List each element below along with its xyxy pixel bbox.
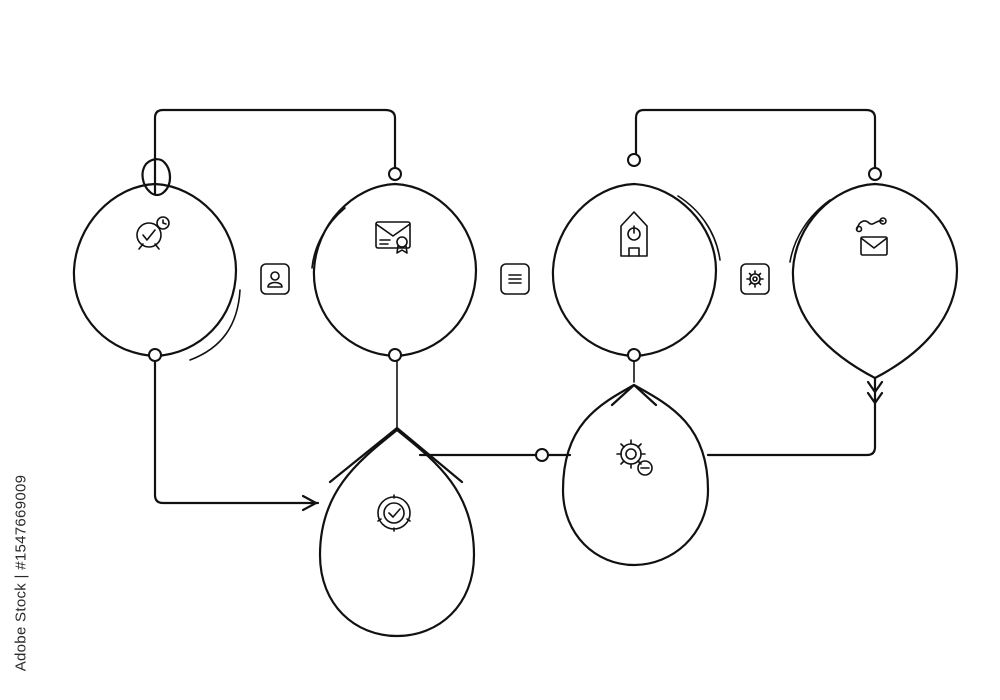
node-6-top-connector-dot	[868, 167, 882, 181]
gear-icon	[746, 270, 764, 288]
stock-watermark: Adobe Stock | #1547669009	[4, 455, 38, 690]
node-1-bottom-connector-dot	[148, 348, 162, 362]
connector-node1-to-node3	[153, 353, 320, 505]
node-2-outline	[312, 182, 478, 358]
node-1-cap	[141, 158, 172, 197]
badge-user	[260, 263, 290, 295]
node-4	[535, 383, 710, 567]
connector-top-right	[634, 108, 877, 174]
node-4-left-connector-dot	[535, 448, 549, 462]
home-power-icon	[620, 211, 648, 257]
node-6-outline	[791, 182, 959, 380]
node-6-accent-arc	[789, 199, 831, 263]
node-5-bottom-connector-dot	[627, 348, 641, 362]
connectors	[153, 108, 884, 512]
gear-minus-icon	[616, 439, 653, 476]
badge-list	[500, 263, 530, 295]
node-3	[318, 426, 476, 638]
node-4-top-chevron	[610, 383, 658, 407]
node-2-top-connector-dot	[388, 167, 402, 181]
arrow-head-node3	[301, 494, 318, 512]
node-3-top-chevron	[328, 426, 464, 484]
node-5	[551, 153, 721, 362]
arrow-node6-down	[866, 380, 884, 405]
badge-gear	[740, 263, 770, 295]
node-2-bottom-connector-dot	[388, 348, 402, 362]
node-5-outline	[551, 182, 718, 358]
connector-top-left	[153, 108, 397, 174]
node-5-top-connector-dot	[627, 153, 641, 167]
node-2	[311, 167, 478, 362]
node-5-accent-arc	[677, 195, 721, 261]
user-icon	[267, 271, 283, 288]
certificate-envelope-icon	[375, 221, 411, 254]
node-1	[72, 158, 241, 362]
node-1-outline	[72, 182, 238, 358]
mail-network-icon	[855, 217, 888, 256]
node-1-accent-arc	[189, 289, 241, 361]
watermark-text: Adobe Stock | #1547669009	[12, 474, 30, 671]
node-6	[789, 167, 959, 380]
shield-badge-check-icon	[377, 494, 411, 532]
node-3-outline	[318, 428, 476, 638]
connector-node6-to-node4	[706, 376, 877, 457]
alarm-clock-check-icon	[136, 216, 170, 250]
node-4-outline	[561, 383, 710, 567]
node-2-accent-arc	[311, 207, 346, 269]
list-icon	[508, 274, 522, 284]
